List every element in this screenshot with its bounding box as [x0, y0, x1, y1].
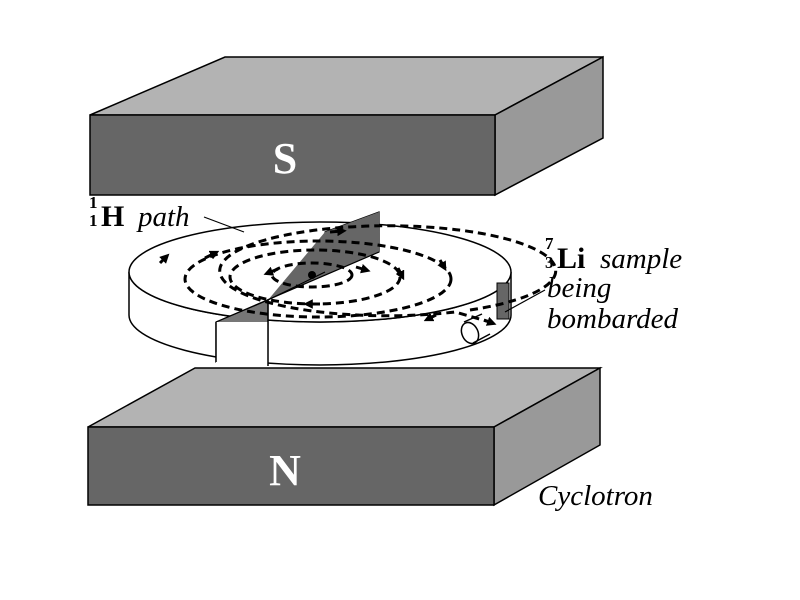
bottom-pole-label: N [269, 446, 301, 495]
direction-arrow [329, 226, 347, 237]
proton-path-word: path [136, 201, 190, 233]
proton-spiral-path [158, 224, 558, 326]
direction-arrow [204, 250, 220, 260]
direction-arrow [437, 259, 447, 272]
direction-arrow [395, 267, 405, 281]
target-atomic-number: 3 [545, 253, 554, 272]
proton-path-leader [203, 216, 245, 233]
target-line-1: sample [600, 243, 682, 275]
target-symbol: Li [557, 242, 585, 275]
cyclotron-dees [128, 211, 512, 367]
direction-arrow [158, 253, 170, 265]
top-pole-label: S [273, 134, 297, 183]
proton-mass-number: 1 [89, 193, 98, 212]
proton-path-label: 1 1 H path [89, 193, 245, 233]
target-window [496, 282, 510, 320]
orbit-3 [183, 239, 453, 319]
direction-arrow [355, 264, 371, 274]
caption: Cyclotron [538, 480, 653, 512]
target-leader [504, 289, 546, 313]
target-line-3: bombarded [547, 303, 679, 335]
target-line-2: being [547, 272, 611, 304]
target-label: 7 3 Li sample being bombarded [504, 234, 682, 335]
top-magnet-front-face [89, 114, 496, 196]
top-magnet: S [89, 55, 604, 197]
target-mass-number: 7 [545, 234, 554, 253]
orbit-outer [218, 224, 558, 324]
bottom-magnet: N [87, 366, 603, 507]
direction-arrow [483, 316, 497, 326]
proton-symbol: H [101, 200, 124, 233]
proton-atomic-number: 1 [89, 211, 98, 230]
target-holder [458, 313, 491, 345]
dee-gap-cut [216, 322, 268, 367]
bottom-magnet-front-face [87, 426, 495, 506]
direction-arrow [423, 312, 437, 322]
orbit-1 [270, 261, 354, 289]
dee-gap-floor [216, 212, 379, 322]
direction-arrow [263, 266, 279, 276]
ion-source-dot [308, 271, 316, 279]
